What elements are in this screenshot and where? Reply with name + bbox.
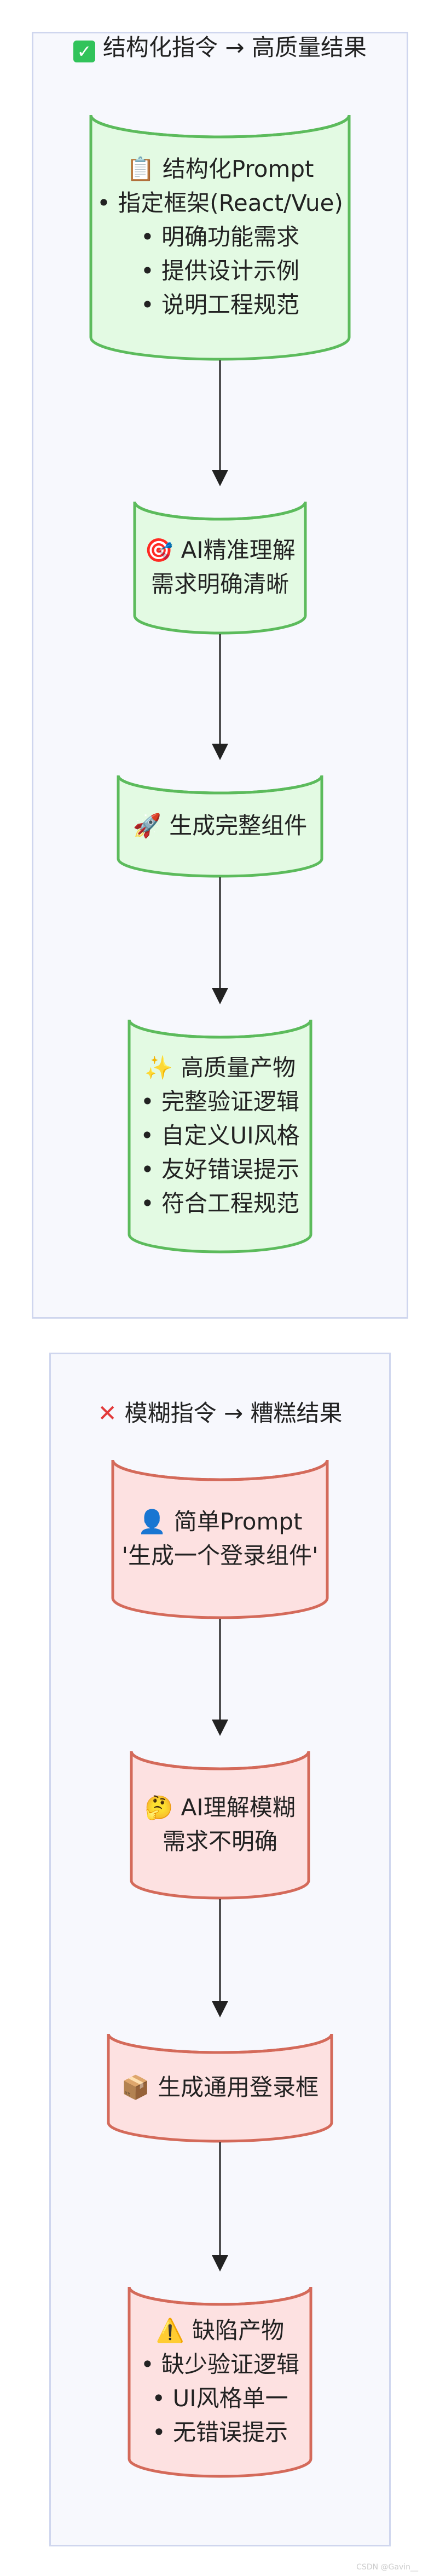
node-line: • 符合工程规范 <box>140 1190 300 1217</box>
node-line: '生成一个登录组件' <box>121 1542 319 1569</box>
node-title: ✨ 高质量产物 <box>107 1051 333 1085</box>
node-line: • 无错误提示 <box>152 2419 288 2446</box>
node-emoji-icon: 📋 <box>126 156 155 182</box>
cylinder-node <box>128 1019 312 1254</box>
node-label: 🤔 AI理解模糊需求不明确 <box>109 1791 331 1859</box>
node-title-text: AI精准理解 <box>181 537 296 564</box>
node-title-text: 生成完整组件 <box>169 812 308 839</box>
node-line: • 提供设计示例 <box>140 257 300 284</box>
check-icon: ✓ <box>73 41 96 62</box>
node-title: 📋 结构化Prompt <box>69 152 371 186</box>
watermark: CSDN @Gavin__ <box>356 2563 418 2572</box>
cylinder-cap <box>117 775 323 795</box>
node-label: 👤 简单Prompt '生成一个登录组件' <box>91 1505 349 1573</box>
node-title: 👤 简单Prompt <box>91 1505 349 1539</box>
node-title-text: 缺陷产物 <box>192 2317 285 2344</box>
cylinder-node <box>130 1751 310 1900</box>
cylinder-node <box>89 114 351 361</box>
cylinder-cap <box>130 1751 310 1770</box>
cylinder-cap <box>128 2286 312 2306</box>
node-label: ⚠️ 缺陷产物 • 缺少验证逻辑 • UI风格单一 • 无错误提示 <box>107 2314 333 2450</box>
node-line: • 说明工程规范 <box>140 291 300 318</box>
node-emoji-icon: 📦 <box>121 2074 150 2101</box>
cylinder-cap <box>107 2033 333 2054</box>
cylinder-node <box>133 501 307 635</box>
node-title-text: 结构化Prompt <box>162 156 314 182</box>
node-label: ✨ 高质量产物 • 完整验证逻辑 • 自定义UI风格 • 友好错误提示 • 符合工程规范 <box>107 1051 333 1221</box>
node-label: 📦 生成通用登录框 <box>86 2071 354 2104</box>
node-emoji-icon: 👤 <box>137 1508 166 1535</box>
node-line: • 指定框架(React/Vue) <box>97 189 343 216</box>
node-title-text: 高质量产物 <box>181 1054 296 1081</box>
node-title-text: AI理解模糊 <box>181 1794 296 1821</box>
panel-title-text: 模糊指令 → 糟糕结果 <box>124 1400 343 1427</box>
panel-title-text: 结构化指令 → 高质量结果 <box>103 34 367 61</box>
node-title-text: 简单Prompt <box>173 1508 303 1535</box>
node-emoji-icon: ⚠️ <box>155 2317 185 2344</box>
node-title: 🚀 生成完整组件 <box>96 809 344 843</box>
node-title: ⚠️ 缺陷产物 <box>107 2314 333 2348</box>
node-line: 需求不明确 <box>162 1828 277 1855</box>
cylinder-node <box>111 1459 329 1619</box>
node-line: • 自定义UI风格 <box>140 1122 300 1149</box>
node-label: 🎯 AI精准理解需求明确清晰 <box>113 533 327 601</box>
node-title-text: 生成通用登录框 <box>158 2074 319 2101</box>
node-emoji-icon: 🎯 <box>144 537 173 564</box>
cylinder-node <box>117 775 323 878</box>
node-emoji-icon: ✨ <box>144 1054 173 1081</box>
cylinder-cap <box>111 1459 329 1481</box>
node-title: 📦 生成通用登录框 <box>86 2071 354 2104</box>
cylinder-cap <box>133 501 307 521</box>
node-line: • UI风格单一 <box>152 2385 288 2412</box>
node-emoji-icon: 🚀 <box>132 812 162 839</box>
cylinder-cap <box>128 1019 312 1039</box>
node-line: • 明确功能需求 <box>140 223 300 250</box>
panel-structured-title: ✓ 结构化指令 → 高质量结果 <box>0 34 440 62</box>
node-line: • 完整验证逻辑 <box>140 1088 300 1115</box>
node-line: 需求明确清晰 <box>150 571 289 597</box>
cylinder-node <box>128 2286 312 2478</box>
node-title: 🎯 AI精准理解 <box>113 533 327 567</box>
panel-vague-title: ✕ 模糊指令 → 糟糕结果 <box>0 1400 440 1427</box>
node-label: 📋 结构化Prompt • 指定框架(React/Vue) • 明确功能需求 • 提供设… <box>69 152 371 322</box>
node-line: • 友好错误提示 <box>140 1156 300 1183</box>
node-title: 🤔 AI理解模糊 <box>109 1791 331 1825</box>
cross-icon: ✕ <box>97 1400 117 1427</box>
cylinder-cap <box>89 114 351 139</box>
node-line: • 缺少验证逻辑 <box>140 2351 300 2378</box>
node-label: 🚀 生成完整组件 <box>96 809 344 843</box>
node-emoji-icon: 🤔 <box>144 1794 173 1821</box>
cylinder-node <box>107 2033 333 2143</box>
